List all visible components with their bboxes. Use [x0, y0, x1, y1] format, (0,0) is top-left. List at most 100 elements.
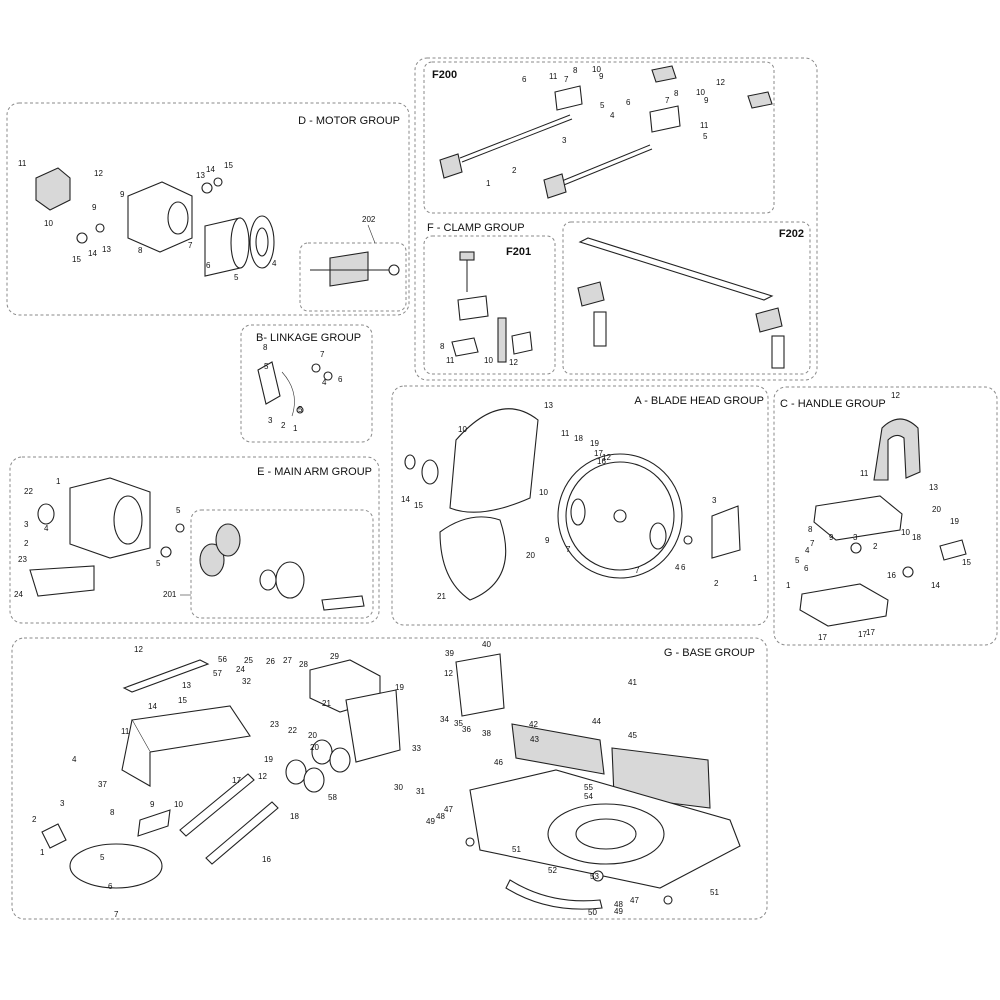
callout-base-13: 13: [182, 681, 191, 690]
miter-table-left: [131, 705, 251, 753]
callout-base-19: 19: [395, 683, 404, 692]
linkage-group-frame: [240, 324, 373, 443]
callout-base-51: 51: [512, 845, 521, 854]
f202-label: F202: [779, 228, 804, 240]
callout-motor-6: 6: [206, 261, 211, 270]
callout-f200-4: 4: [610, 111, 615, 120]
callout-motor-14: 14: [88, 249, 97, 258]
callout-base-47: 47: [630, 896, 639, 905]
callout-arm-2: 2: [24, 539, 29, 548]
callout-base-30: 30: [394, 783, 403, 792]
callout-base-58: 58: [328, 793, 337, 802]
callout-base-54: 54: [584, 792, 593, 801]
callout-base-11: 11: [121, 727, 130, 736]
callout-f200-8: 8: [674, 89, 679, 98]
callout-base-1: 1: [40, 848, 45, 857]
callout-base-2: 2: [32, 815, 37, 824]
callout-f200-11: 11: [700, 121, 709, 130]
clamp-pad-top: [651, 65, 677, 83]
callout-f201-8: 8: [440, 342, 445, 351]
callout-blade-21: 21: [437, 592, 446, 601]
callout-base-5: 5: [100, 853, 105, 862]
callout-blade-12: 12: [602, 453, 611, 462]
callout-blade-16: 16: [597, 457, 606, 466]
handle-body: [813, 495, 903, 541]
callout-blade-15: 15: [414, 501, 423, 510]
callout-base-12: 12: [134, 645, 143, 654]
callout-base-50: 50: [588, 908, 597, 917]
callout-handle-3: 3: [853, 533, 858, 542]
linkage-group-title: B- LINKAGE GROUP: [256, 332, 361, 344]
callout-linkage-3: 3: [268, 416, 273, 425]
callout-f200-6: 6: [626, 98, 631, 107]
callout-base-33: 33: [412, 744, 421, 753]
callout-blade-4: 4: [675, 563, 680, 572]
callout-motor-14: 14: [206, 165, 215, 174]
callout-handle-16: 16: [887, 571, 896, 580]
callout-handle-11: 11: [860, 469, 869, 478]
callout-base-45: 45: [628, 731, 637, 740]
callout-base-20: 20: [310, 743, 319, 752]
callout-base-35: 35: [454, 719, 463, 728]
callout-motor-8: 8: [138, 246, 143, 255]
callout-f201-10: 10: [484, 356, 493, 365]
callout-base-9: 9: [150, 800, 155, 809]
callout-f200-7: 7: [564, 75, 569, 84]
motor-202-subframe: [299, 242, 407, 312]
callout-f200-3: 3: [562, 136, 567, 145]
callout-base-32: 32: [242, 677, 251, 686]
callout-motor-15: 15: [72, 255, 81, 264]
callout-base-8: 8: [110, 808, 115, 817]
gear-large: [199, 543, 225, 577]
callout-linkage-5: 5: [264, 362, 269, 371]
rear-bracket: [455, 653, 505, 717]
callout-motor-12: 12: [94, 169, 103, 178]
callout-base-52: 52: [548, 866, 557, 875]
callout-blade-10: 10: [539, 488, 548, 497]
callout-f200-5: 5: [703, 132, 708, 141]
base-group-parts: [41, 653, 741, 910]
callout-blade-20: 20: [526, 551, 535, 560]
motor-housing: [127, 181, 193, 253]
callout-motor-7: 7: [188, 241, 193, 250]
callout-handle-5: 5: [795, 556, 800, 565]
motor-end-cap: [35, 167, 71, 211]
callout-base-29: 29: [330, 652, 339, 661]
callout-motor-13: 13: [196, 171, 205, 180]
callout-base-4: 4: [72, 755, 77, 764]
f200-subframe: [423, 61, 775, 214]
callout-base-49: 49: [614, 907, 623, 916]
callout-blade-18: 18: [574, 434, 583, 443]
callout-blade-7: 7: [566, 545, 571, 554]
callout-base-39: 39: [445, 649, 454, 658]
callout-base-47: 47: [444, 805, 453, 814]
callout-blade-19: 19: [590, 439, 599, 448]
motor-202-label: 202: [362, 215, 376, 224]
callout-f200-9: 9: [704, 96, 709, 105]
callout-base-27: 27: [283, 656, 292, 665]
motor-group-title: D - MOTOR GROUP: [298, 115, 400, 127]
upper-blade-guard: [449, 408, 539, 513]
main-arm-201-subframe: [190, 509, 374, 619]
callout-motor-15: 15: [224, 161, 233, 170]
main-arm-201-label: 201: [163, 590, 177, 599]
callout-blade-9: 9: [545, 536, 550, 545]
clamp-pad-right: [747, 91, 773, 109]
callout-base-19: 19: [264, 755, 273, 764]
blade-head-group-frame: [391, 385, 769, 626]
callout-blade-13: 13: [544, 401, 553, 410]
callout-handle-17: 17: [818, 633, 827, 642]
f201-label: F201: [506, 246, 531, 258]
callout-handle-18: 18: [912, 533, 921, 542]
callout-base-15: 15: [178, 696, 187, 705]
callout-handle-12: 12: [891, 391, 900, 400]
f202-parts: [577, 237, 785, 369]
callout-base-34: 34: [440, 715, 449, 724]
callout-base-21: 21: [322, 699, 331, 708]
callout-f200-5: 5: [600, 101, 605, 110]
callout-base-28: 28: [299, 660, 308, 669]
callout-blade-14: 14: [401, 495, 410, 504]
clamp-knob-right: [543, 173, 567, 199]
